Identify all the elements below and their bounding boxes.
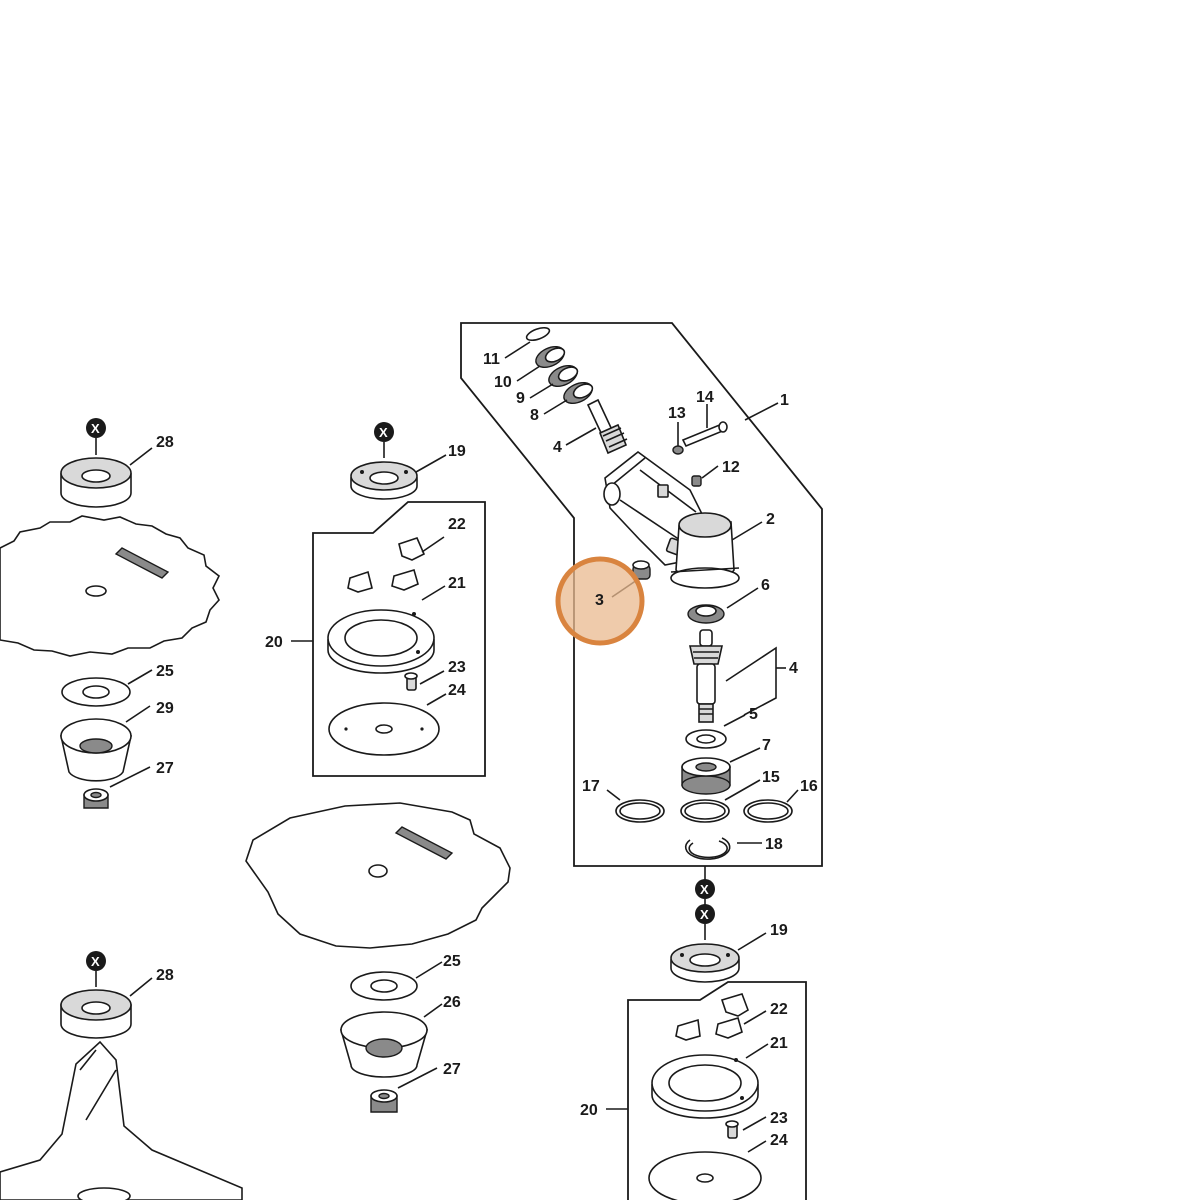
label-6: 6 (761, 577, 770, 594)
part-10-bearing[interactable] (533, 343, 568, 372)
label-29: 29 (156, 700, 174, 717)
label-19-right: 19 (770, 922, 788, 939)
label-7: 7 (762, 737, 771, 754)
label-2: 2 (766, 511, 775, 528)
part-6-ball-bearing[interactable] (687, 604, 725, 624)
label-17: 17 (582, 778, 600, 795)
label-10: 10 (494, 374, 512, 391)
part-9-bearing[interactable] (546, 362, 581, 391)
label-21-right: 21 (770, 1035, 788, 1052)
part-19-thrust-plate-mid[interactable] (350, 461, 418, 500)
part-5-output-shaft[interactable] (689, 629, 723, 723)
part-18-circlip[interactable] (684, 837, 731, 860)
label-24-mid: 24 (448, 682, 466, 699)
label-20-right: 20 (580, 1102, 598, 1119)
part-group-20-frame-right (627, 981, 807, 1200)
grass-blade-4-tooth[interactable] (245, 802, 511, 949)
x-marker-icon: X (86, 418, 106, 455)
svg-text:X: X (91, 421, 100, 436)
x-marker-icon: X (86, 951, 106, 987)
x-marker-icon: X (374, 422, 394, 458)
part-25-thrust-washer-mid[interactable] (350, 971, 418, 1001)
label-23-right: 23 (770, 1110, 788, 1127)
part-13-washer[interactable] (672, 445, 684, 455)
part-19-thrust-plate[interactable] (670, 943, 740, 983)
label-21-mid: 21 (448, 575, 466, 592)
part-26-cup[interactable] (339, 1011, 429, 1078)
part-28-thrust-plate-upper[interactable] (60, 457, 132, 508)
label-28-lower: 28 (156, 967, 174, 984)
label-24-right: 24 (770, 1132, 788, 1149)
part-21-rotating-plate-mid[interactable] (327, 609, 435, 674)
label-18: 18 (765, 836, 783, 853)
part-15-shim[interactable] (680, 799, 730, 823)
label-26: 26 (443, 994, 461, 1011)
label-23-mid: 23 (448, 659, 466, 676)
part-2-gear-head-cap[interactable] (670, 512, 740, 589)
grass-knife-3-tooth[interactable] (0, 1040, 243, 1200)
highlight-ring-part-3[interactable] (555, 556, 645, 646)
label-22-mid: 22 (448, 516, 466, 533)
part-22-clamp-mid[interactable] (347, 537, 426, 593)
label-27-mid: 27 (443, 1061, 461, 1078)
label-13: 13 (668, 405, 686, 422)
x-marker-icon: X (695, 866, 715, 899)
label-22-right: 22 (770, 1001, 788, 1018)
label-15: 15 (762, 769, 780, 786)
label-3: 3 (595, 592, 604, 609)
label-25-mid: 25 (443, 953, 461, 970)
part-17-shim[interactable] (615, 799, 665, 823)
part-27-nut-upper[interactable] (83, 788, 109, 809)
label-9: 9 (516, 390, 525, 407)
label-14: 14 (696, 389, 714, 406)
part-27-nut-mid[interactable] (370, 1089, 398, 1113)
gear-head-group-frame (460, 322, 823, 867)
x-marker-icon: X (695, 899, 715, 940)
part-group-20-frame-mid (312, 501, 486, 777)
svg-text:X: X (700, 907, 709, 922)
part-7-thrust-washer[interactable] (685, 729, 727, 749)
part-24-cover-plate-right[interactable] (648, 1151, 762, 1200)
label-16: 16 (800, 778, 818, 795)
part-14-screw[interactable] (681, 421, 728, 448)
part-23-screw-right[interactable] (725, 1120, 739, 1139)
part-11-circlip[interactable] (525, 325, 551, 343)
label-1: 1 (780, 392, 789, 409)
svg-text:X: X (379, 425, 388, 440)
part-4-bevel-gear-shaft[interactable] (586, 398, 628, 455)
part-25-thrust-washer-upper[interactable] (61, 677, 131, 707)
part-29-cup[interactable] (60, 718, 132, 782)
part-21-rotating-plate-right[interactable] (651, 1054, 759, 1119)
label-19-mid: 19 (448, 443, 466, 460)
label-20-mid: 20 (265, 634, 283, 651)
label-11: 11 (483, 351, 500, 368)
part-24-cover-plate-mid[interactable] (328, 702, 440, 756)
label-27-upper: 27 (156, 760, 174, 777)
circular-saw-blade[interactable] (0, 515, 221, 657)
label-4-upper: 4 (553, 439, 562, 456)
label-12: 12 (722, 459, 740, 476)
part-8-bearing[interactable] (561, 379, 596, 408)
label-28-upper: 28 (156, 434, 174, 451)
part-23-screw-mid[interactable] (404, 672, 418, 691)
svg-text:X: X (700, 882, 709, 897)
label-8: 8 (530, 407, 539, 424)
label-5: 5 (749, 706, 758, 723)
leader-lines-gear-group (504, 341, 799, 844)
part-28-thrust-plate-lower[interactable] (60, 989, 132, 1039)
part-7-ball-bearing[interactable] (681, 757, 731, 795)
part-22-clamp-right[interactable] (675, 993, 749, 1041)
label-25-upper: 25 (156, 663, 174, 680)
svg-text:X: X (91, 954, 100, 969)
part-16-shim[interactable] (743, 799, 793, 823)
label-4-lower: 4 (789, 660, 798, 677)
part-12-plug[interactable] (691, 475, 702, 487)
